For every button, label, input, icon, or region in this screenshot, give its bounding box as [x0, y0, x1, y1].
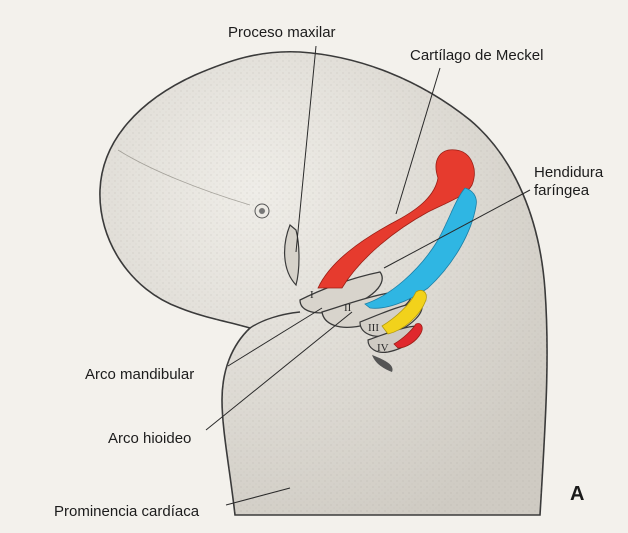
label-arco-mandibular: Arco mandibular	[85, 366, 194, 384]
label-proceso-maxilar: Proceso maxilar	[228, 24, 336, 42]
arch-numeral-3: III	[368, 322, 379, 334]
arch-numeral-1: I	[310, 289, 314, 301]
panel-letter: A	[570, 483, 584, 506]
label-cartilago-meckel: Cartílago de Meckel	[410, 47, 543, 65]
label-prominencia-cardiaca: Prominencia cardíaca	[54, 503, 199, 521]
arch-numeral-2: II	[344, 302, 351, 314]
label-hendidura: Hendidura	[534, 164, 603, 182]
label-arco-hioideo: Arco hioideo	[108, 430, 191, 448]
arch-numeral-4: IV	[377, 342, 389, 354]
label-faringea: faríngea	[534, 182, 589, 200]
